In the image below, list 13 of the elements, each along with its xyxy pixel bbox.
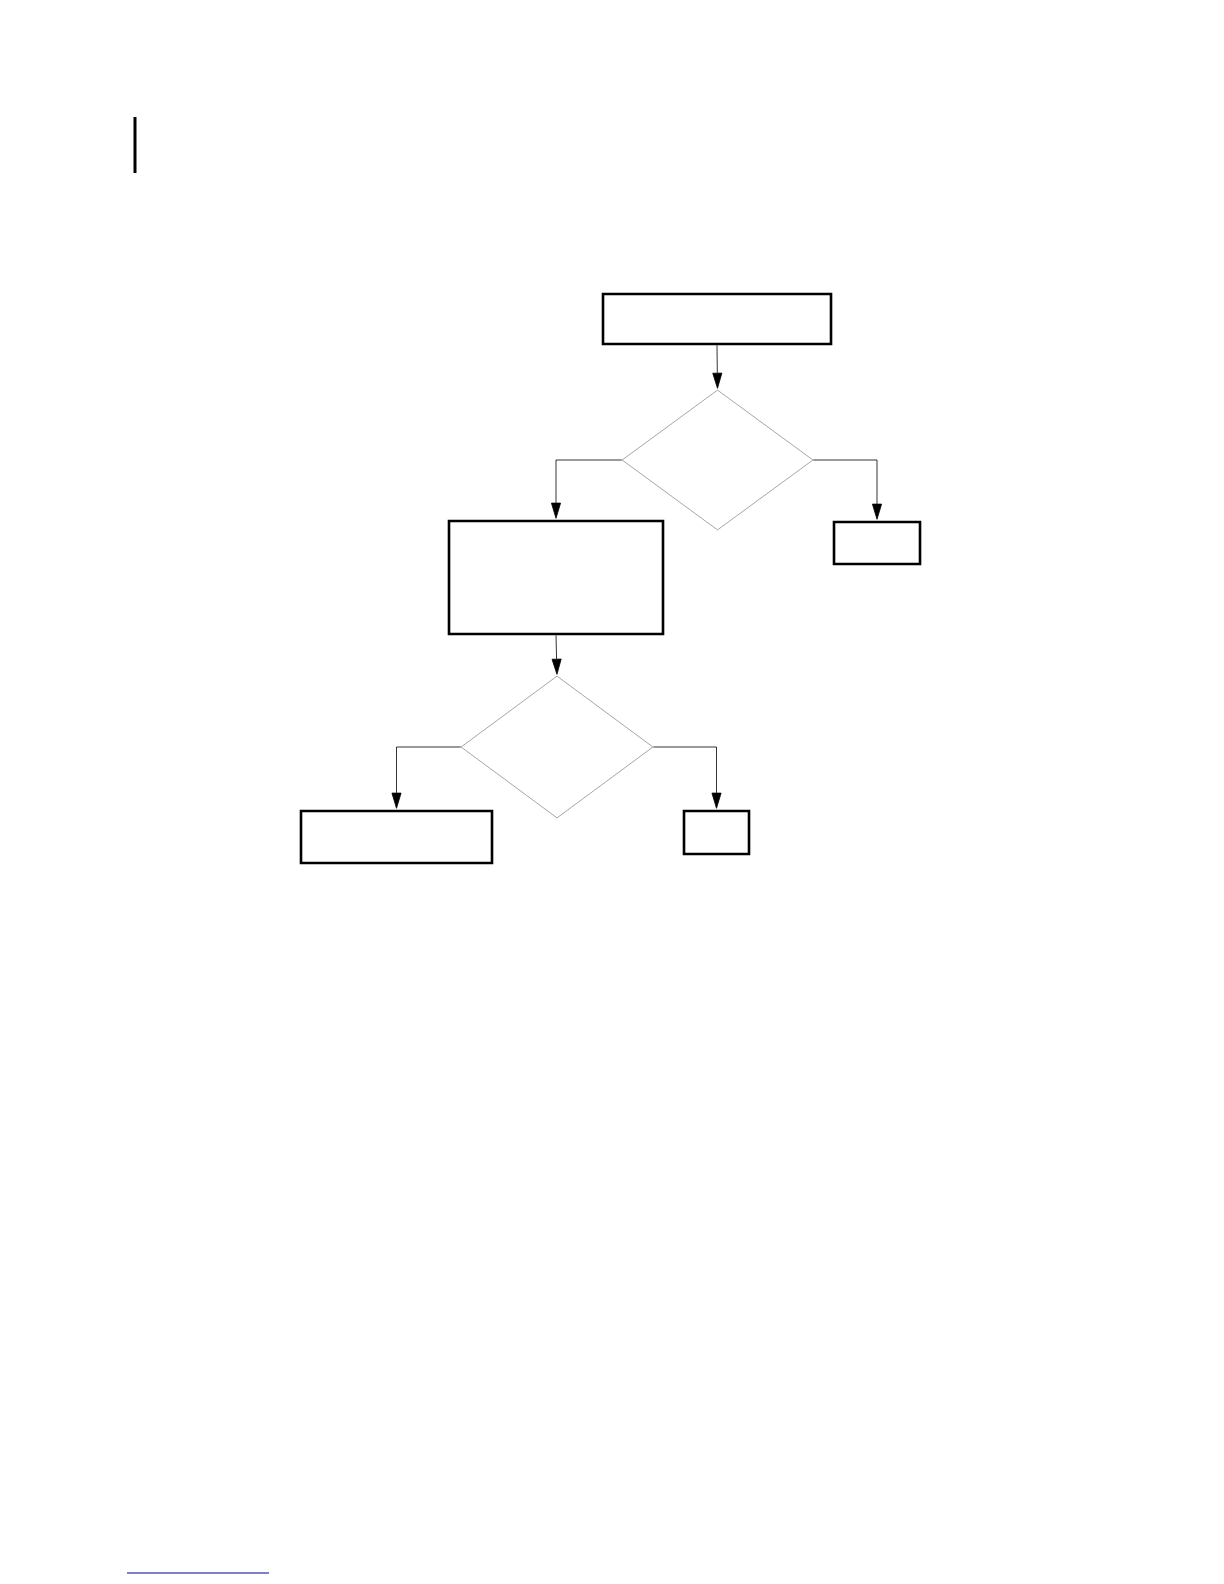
process-box [601, 292, 833, 346]
arrow [391, 746, 462, 809]
arrow [551, 459, 623, 519]
arrow [712, 344, 723, 389]
process-box [832, 520, 922, 566]
decision-diamond [460, 675, 654, 819]
decision-diamond [621, 389, 814, 531]
process-box [447, 519, 665, 636]
process-box [682, 809, 751, 856]
arrow [812, 459, 882, 520]
arrow [652, 746, 722, 809]
process-box [299, 809, 494, 865]
arrow [551, 634, 562, 675]
